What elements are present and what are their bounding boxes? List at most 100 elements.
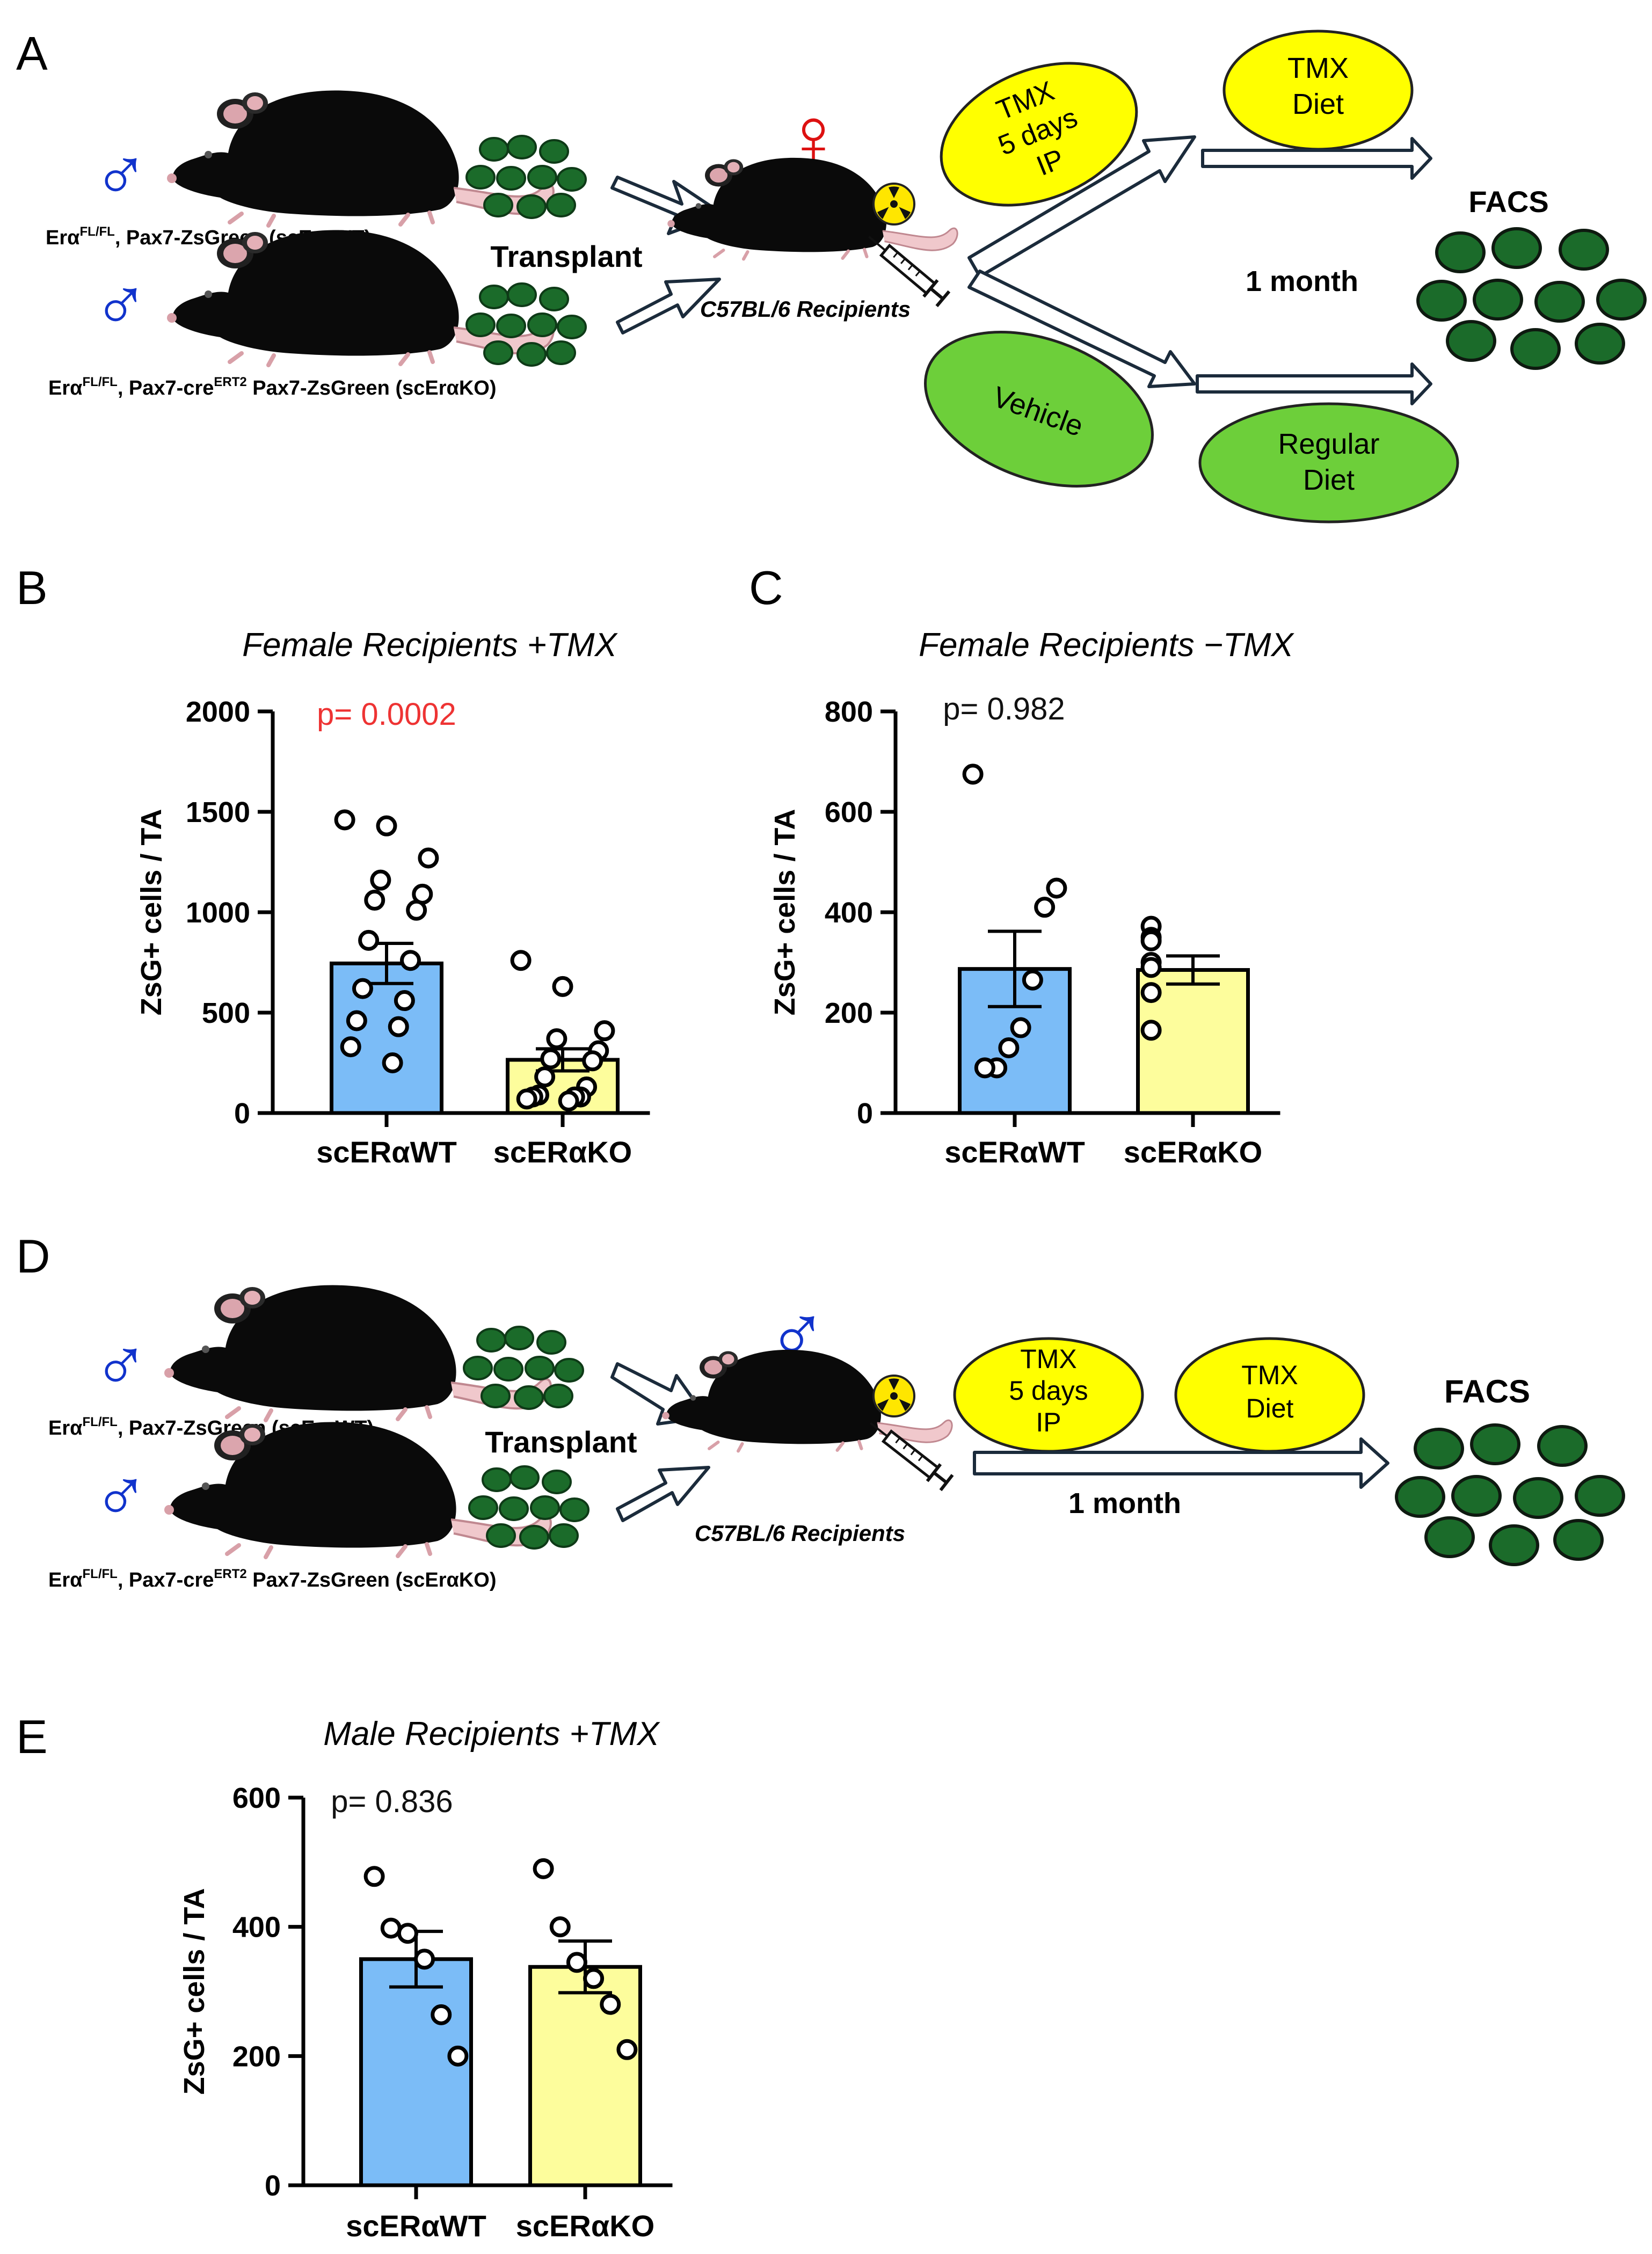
panel-a: A ♂ ErαFL/FL, Pax7-ZsGreen (scErαWT) ♂ E… [16,27,1645,523]
panel-d-label: D [16,1230,50,1283]
panel-b-label: B [16,561,48,614]
data-point [974,1057,995,1079]
arrow-tmx-diet-icon [1201,137,1432,180]
y-tick-label: 0 [857,1097,873,1130]
data-point [516,1088,537,1110]
tmx-diet-line2: Diet [1246,1393,1294,1423]
data-point [533,1858,554,1879]
duration-label: 1 month [1068,1487,1181,1519]
data-point [447,2045,469,2067]
data-point [431,2004,452,2025]
y-axis-label: ZsG+ cells / TA [135,809,168,1016]
data-point [358,929,380,951]
data-point [376,815,397,837]
male-symbol-icon: ♂ [93,1450,149,1535]
y-axis-label: ZsG+ cells / TA [769,809,801,1016]
data-point [998,1037,1020,1058]
y-tick-label: 200 [825,997,873,1029]
y-tick-label: 1500 [186,796,250,828]
arrow-to-tmx-icon [967,135,1196,278]
category-label: scERαWT [346,2209,486,2243]
data-point [594,1020,615,1042]
data-point [1034,897,1056,918]
data-point [388,1016,409,1037]
data-point [382,1052,403,1073]
p-value-label: p= 0.982 [943,692,1065,726]
donor-ko-label: ErαFL/FL, Pax7-creERT2 Pax7-ZsGreen (scE… [48,1567,497,1591]
regular-diet-line1: Regular [1278,428,1379,460]
data-point [1140,957,1162,978]
facs-label: FACS [1468,185,1548,219]
transplant-label: Transplant [485,1425,637,1459]
panel-a-label: A [16,27,48,80]
vehicle-ellipse [924,331,1154,488]
data-point [1010,1017,1031,1038]
data-point [394,990,415,1012]
recipients-label: C57BL/6 Recipients [700,296,911,322]
y-tick-label: 0 [265,2170,281,2202]
male-symbol-icon: ♂ [93,129,149,214]
tmx-ip-ellipse [940,62,1138,207]
arrow-regular-diet-icon [1196,362,1432,405]
data-point [340,1036,361,1058]
donor-ko-label: ErαFL/FL, Pax7-creERT2 Pax7-ZsGreen (scE… [48,375,497,399]
data-point [962,764,984,785]
category-label: scERαKO [516,2209,655,2243]
data-point [549,1916,571,1938]
p-value-label: p= 0.0002 [317,697,456,732]
category-label: scERαKO [493,1135,632,1169]
bar-wt [359,1957,473,2187]
data-point [380,1917,402,1939]
y-tick-label: 400 [232,1911,281,1944]
data-point [540,1048,562,1070]
data-point [552,976,573,997]
y-tick-label: 500 [202,997,250,1029]
data-point [616,2039,638,2060]
data-point [566,1952,587,1973]
data-point [346,1010,367,1031]
tmx-diet-line1: TMX [1287,52,1349,84]
arrow-ko-to-recipient-icon [616,1466,710,1522]
cell-cluster-ko-icon [465,282,587,367]
male-symbol-icon: ♂ [93,259,149,344]
arrow-to-facs-icon [973,1437,1389,1489]
recipients-label: C57BL/6 Recipients [695,1521,905,1546]
male-symbol-icon: ♂ [93,1320,149,1404]
arrow-to-vehicle-icon [967,270,1196,388]
y-tick-label: 600 [825,796,873,828]
y-tick-label: 400 [825,897,873,929]
facs-cells-icon [1396,1425,1624,1565]
y-tick-label: 200 [232,2040,281,2073]
tmx-diet-line2: Diet [1292,88,1344,120]
tmx-ip-line3: IP [1036,1407,1061,1437]
category-label: scERαKO [1124,1135,1263,1169]
tmx-diet-line1: TMX [1241,1360,1298,1390]
cell-cluster-wt-icon [465,135,587,219]
data-point [1140,982,1162,1004]
category-label: scERαWT [316,1135,457,1169]
data-point [1046,877,1067,899]
data-point [546,1028,567,1050]
radiation-icon [872,1375,915,1417]
y-tick-label: 800 [825,696,873,728]
cell-cluster-ko-icon [468,1465,590,1550]
y-tick-label: 2000 [186,696,250,728]
p-value-label: p= 0.836 [331,1784,453,1819]
facs-cells-icon [1418,229,1645,368]
y-tick-label: 1000 [186,897,250,929]
y-tick-label: 0 [234,1097,250,1130]
panel-d: D ♂ ErαFL/FL, Pax7-ZsGreen (scErαWT) ♂ E… [16,1230,1624,1591]
data-point [1022,969,1043,991]
data-point [370,869,391,891]
chart-title: Female Recipients −TMX [919,627,1294,664]
y-tick-label: 600 [232,1782,281,1814]
category-label: scERαWT [944,1135,1085,1169]
panel-e-label: E [16,1710,48,1763]
data-point [400,950,421,971]
data-point [600,1994,621,2015]
cell-cluster-wt-icon [463,1326,584,1410]
